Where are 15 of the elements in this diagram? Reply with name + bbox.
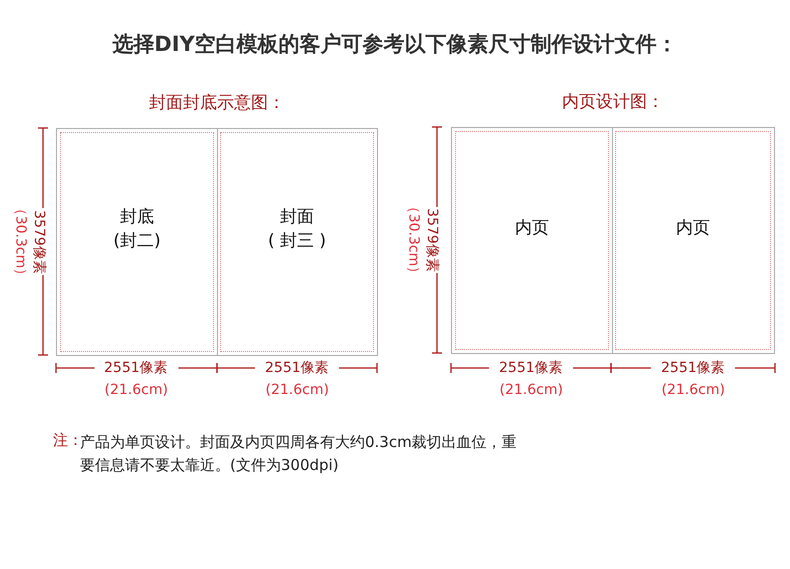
- panel-heading: 封面封底示意图：: [148, 92, 286, 114]
- dimension-label: (21.6cm): [662, 382, 725, 398]
- dimension-label: 3579像素: [422, 208, 441, 272]
- dimension-label: （30.3cm）: [10, 202, 29, 282]
- dimension-label: 3579像素: [30, 210, 48, 274]
- dimension-label: (21.6cm): [266, 382, 329, 398]
- dimension-label: （30.3cm）: [404, 200, 422, 280]
- page-label: 内页: [514, 217, 550, 239]
- panel-heading: 内页设计图：: [561, 91, 665, 113]
- page-label: 封底: [119, 206, 155, 228]
- page-title: 选择DIY空白模板的客户可参考以下像素尺寸制作设计文件：: [111, 31, 679, 58]
- dimension-label: (21.6cm): [500, 382, 563, 398]
- note-text: 产品为单页设计。封面及内页四周各有大约0.3cm裁切出血位，重要信息请不要太靠近。(文件为300dpi): [80, 432, 518, 476]
- page-label: (封二): [112, 230, 162, 252]
- dimension-label: (21.6cm): [104, 382, 168, 398]
